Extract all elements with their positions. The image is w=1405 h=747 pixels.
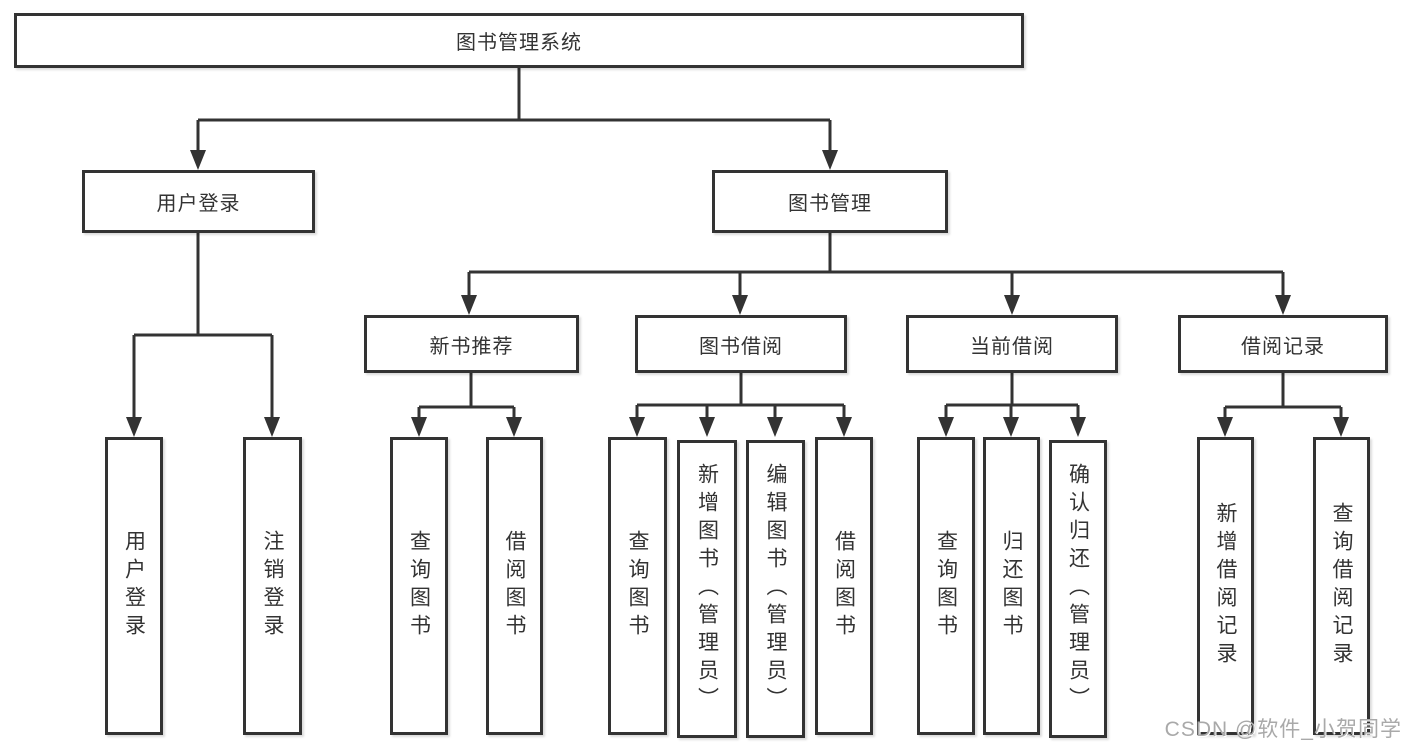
node-leaf-query-books-borrow: 查询图书 — [608, 437, 667, 735]
node-leaf-add-book-admin: 新增图书（管理员） — [677, 440, 737, 738]
node-leaf-add-borrow-record: 新增借阅记录 — [1197, 437, 1254, 735]
node-leaf-add-borrow-record-label: 新增借阅记录 — [1214, 502, 1237, 670]
node-user-login: 用户登录 — [82, 170, 315, 233]
node-borrow-records-label: 借阅记录 — [1241, 335, 1325, 358]
node-leaf-borrow-books-recommend-label: 借阅图书 — [503, 530, 526, 642]
node-book-borrow-label: 图书借阅 — [699, 335, 783, 358]
node-leaf-borrow-books: 借阅图书 — [815, 437, 873, 735]
node-leaf-query-books-recommend-label: 查询图书 — [407, 530, 431, 642]
node-leaf-add-book-admin-label: 新增图书（管理员） — [695, 463, 719, 715]
node-current-borrow: 当前借阅 — [906, 315, 1118, 373]
node-leaf-query-borrow-record: 查询借阅记录 — [1313, 437, 1370, 735]
node-leaf-return-books: 归还图书 — [983, 437, 1040, 735]
node-user-login-label: 用户登录 — [156, 193, 241, 215]
node-leaf-edit-book-admin: 编辑图书（管理员） — [746, 440, 805, 738]
node-leaf-borrow-books-recommend: 借阅图书 — [486, 437, 543, 735]
node-borrow-records: 借阅记录 — [1178, 315, 1388, 373]
node-leaf-confirm-return-admin: 确认归还（管理员） — [1049, 440, 1107, 738]
node-new-book-recommend: 新书推荐 — [364, 315, 579, 373]
node-leaf-query-books-borrow-label: 查询图书 — [626, 530, 649, 642]
node-leaf-confirm-return-admin-label: 确认归还（管理员） — [1066, 463, 1090, 715]
node-leaf-query-books-recommend: 查询图书 — [390, 437, 448, 735]
node-root-label: 图书管理系统 — [456, 32, 582, 54]
node-root: 图书管理系统 — [14, 13, 1024, 68]
node-book-borrow: 图书借阅 — [635, 315, 847, 373]
node-leaf-edit-book-admin-label: 编辑图书（管理员） — [764, 463, 787, 715]
node-leaf-logout-label: 注销登录 — [261, 530, 284, 642]
node-leaf-user-login-label: 用户登录 — [122, 530, 146, 642]
node-leaf-query-books-current: 查询图书 — [917, 437, 975, 735]
node-book-management: 图书管理 — [712, 170, 948, 233]
node-leaf-query-borrow-record-label: 查询借阅记录 — [1330, 502, 1353, 670]
node-leaf-return-books-label: 归还图书 — [1000, 530, 1023, 642]
node-book-management-label: 图书管理 — [788, 193, 872, 215]
csdn-watermark: CSDN @软件_小贺同学 — [1164, 718, 1402, 741]
node-leaf-user-login: 用户登录 — [105, 437, 163, 735]
node-leaf-query-books-current-label: 查询图书 — [934, 530, 958, 642]
node-new-book-recommend-label: 新书推荐 — [429, 335, 514, 358]
node-current-borrow-label: 当前借阅 — [970, 335, 1054, 358]
node-leaf-logout: 注销登录 — [243, 437, 302, 735]
node-leaf-borrow-books-label: 借阅图书 — [832, 530, 856, 642]
